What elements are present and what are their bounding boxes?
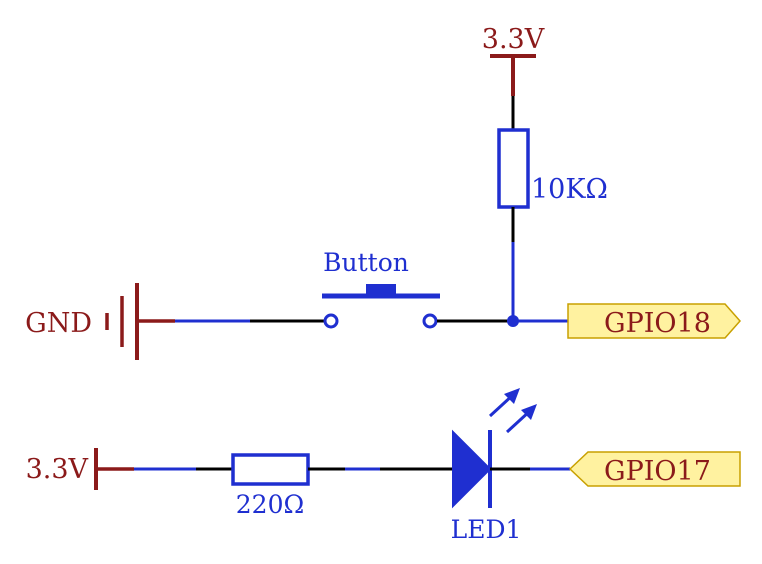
resistor-220-label: 220Ω (236, 490, 304, 519)
port-gpio17: GPIO17 (568, 451, 741, 487)
port-gpio18: GPIO18 (567, 303, 742, 339)
ground-symbol: GND (25, 283, 175, 360)
gpio18-label: GPIO18 (604, 308, 711, 339)
vcc-left-label: 3.3V (26, 454, 89, 485)
gnd-label: GND (25, 308, 92, 339)
resistor-220: 220Ω (231, 453, 310, 519)
push-button: Button (322, 248, 440, 329)
led: LED1 (451, 388, 537, 544)
led-label: LED1 (451, 515, 522, 544)
button-label: Button (323, 248, 409, 277)
gpio17-label: GPIO17 (604, 456, 711, 487)
power-symbol-top: 3.3V (482, 24, 545, 96)
power-symbol-left: 3.3V (26, 448, 134, 490)
resistor-10k: 10KΩ (497, 128, 608, 209)
vcc-top-label: 3.3V (482, 24, 545, 55)
resistor-10k-label: 10KΩ (531, 174, 608, 205)
